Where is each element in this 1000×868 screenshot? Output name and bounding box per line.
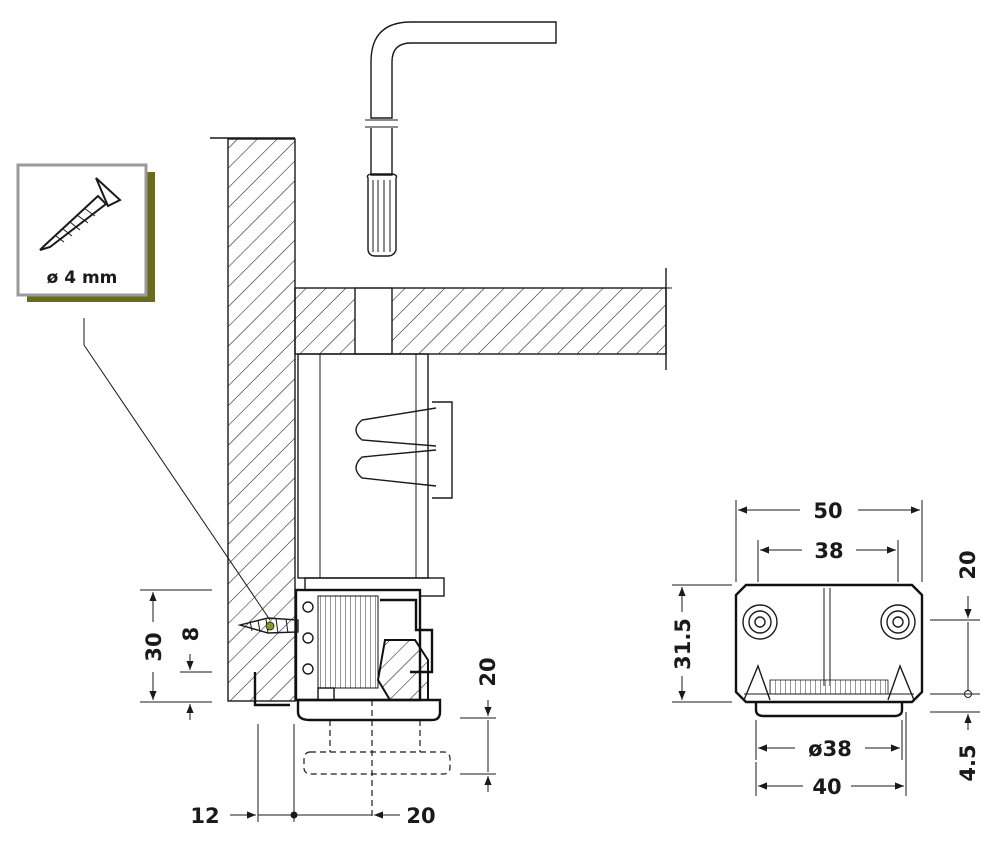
dim-4-5-label: 4.5 <box>956 744 980 781</box>
dim-30-label: 30 <box>142 632 166 661</box>
front-view-dimensions: 50 38 31.5 20 4.5 ø38 40 <box>671 499 980 799</box>
dim-dia38-label: ø38 <box>808 737 852 761</box>
dim-20-right-label: 20 <box>956 550 980 579</box>
screw-icon <box>237 617 299 634</box>
screw-callout: ø 4 mm <box>16 163 155 302</box>
screw-icon <box>39 177 122 251</box>
shelf-panel <box>294 268 672 370</box>
allen-key-icon <box>365 21 557 257</box>
dim-40-label: 40 <box>812 775 841 799</box>
side-panel <box>210 137 296 702</box>
dim-12-label: 12 <box>190 804 219 828</box>
callout-leader <box>83 318 271 621</box>
dim-20-horizontal-label: 20 <box>406 804 435 828</box>
dim-31-5-label: 31.5 <box>671 618 695 670</box>
screw-diameter-label: ø 4 mm <box>47 268 118 288</box>
side-view-dimensions: 30 8 20 12 20 <box>140 589 500 828</box>
front-view <box>734 583 924 718</box>
connector-body <box>297 353 453 579</box>
dim-38-label: 38 <box>814 539 843 563</box>
dim-20-vertical-label: 20 <box>476 657 500 686</box>
plinth-foot-icon <box>253 577 445 722</box>
dim-50-label: 50 <box>813 499 842 523</box>
dim-8-label: 8 <box>179 627 203 642</box>
